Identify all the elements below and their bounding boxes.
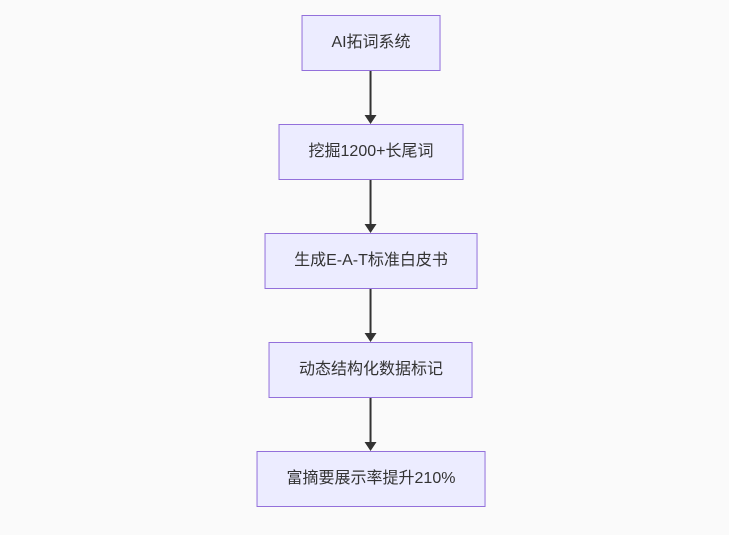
flow-node-5: 富摘要展示率提升210% xyxy=(256,451,486,507)
flow-node-4: 动态结构化数据标记 xyxy=(268,342,473,398)
flow-node-1: AI拓词系统 xyxy=(301,15,441,71)
flow-node-3: 生成E-A-T标准白皮书 xyxy=(264,233,478,289)
arrow-line xyxy=(370,71,372,115)
arrow-head-down-icon xyxy=(365,115,377,124)
arrow-head-down-icon xyxy=(365,442,377,451)
flow-arrow-4-5 xyxy=(365,398,377,451)
flow-arrow-3-4 xyxy=(365,289,377,342)
flow-arrow-1-2 xyxy=(365,71,377,124)
arrow-head-down-icon xyxy=(365,333,377,342)
arrow-line xyxy=(370,180,372,224)
flow-node-2: 挖掘1200+长尾词 xyxy=(278,124,464,180)
arrow-head-down-icon xyxy=(365,224,377,233)
arrow-line xyxy=(370,289,372,333)
flow-arrow-2-3 xyxy=(365,180,377,233)
arrow-line xyxy=(370,398,372,442)
flowchart-column: AI拓词系统 挖掘1200+长尾词 生成E-A-T标准白皮书 动态结构化数据标记… xyxy=(256,15,486,507)
